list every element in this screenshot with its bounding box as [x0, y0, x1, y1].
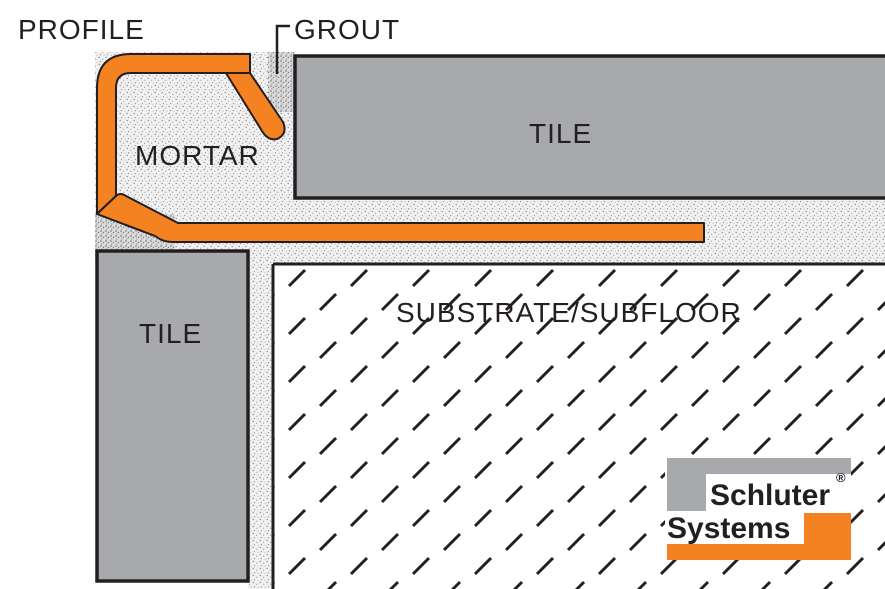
logo-gray-bracket	[667, 458, 851, 511]
logo-text-systems: Systems	[667, 512, 790, 545]
grout-leader-line	[275, 24, 290, 74]
label-grout: GROUT	[294, 14, 400, 45]
grout-joint	[268, 52, 295, 112]
mortar-vertical-strip	[248, 248, 273, 589]
logo-registered-mark: ®	[836, 470, 846, 485]
logo-text-schluter: Schluter	[710, 479, 830, 512]
schluter-systems-logo: Schluter Systems ®	[665, 458, 851, 560]
label-tile-left: TILE	[139, 318, 202, 349]
logo-orange-bracket	[667, 513, 851, 560]
label-mortar: MORTAR	[135, 140, 260, 171]
tile-left	[95, 249, 250, 583]
label-tile-top: TILE	[529, 118, 592, 149]
label-profile: PROFILE	[18, 14, 145, 45]
label-substrate: SUBSTRATE/SUBFLOOR	[396, 297, 742, 328]
edge-profile	[96, 53, 705, 243]
tile-top	[293, 54, 885, 200]
